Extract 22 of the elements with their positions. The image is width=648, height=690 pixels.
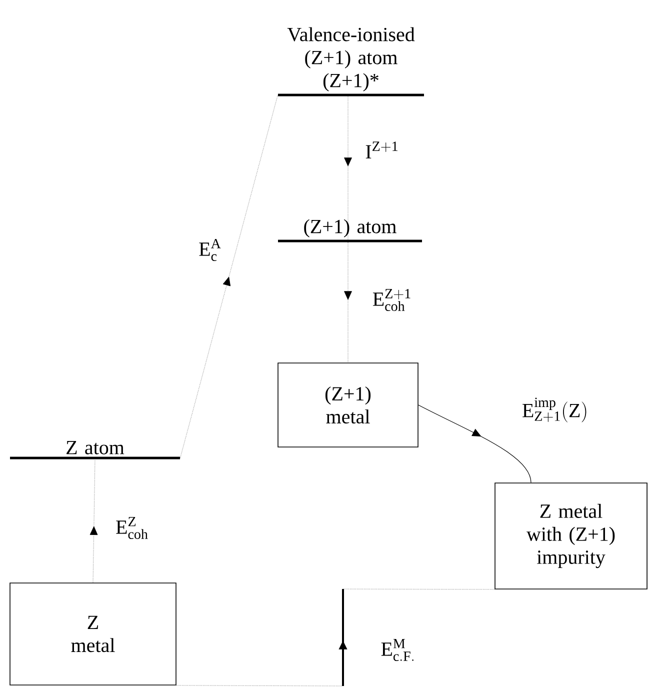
process-box: Z metal [10,582,176,686]
arrow [344,242,352,363]
energy-level: Valence-ionised (Z+1) atom (Z+1)* [278,27,424,96]
energy-level: (Z+1) atom [278,219,422,242]
edge-label: $\mathrm{E}^{\mathrm{Z}}_{\mathrm{coh}}$ [116,517,148,539]
node-label: Valence-ionised (Z+1) atom [287,27,415,68]
node-label: (Z+1)* [323,73,378,92]
arrow [176,588,495,686]
arrow [344,96,352,243]
node-label: (Z+1) atom [304,219,396,238]
arrow [180,94,278,458]
edge-label: $\mathrm{I}^{\mathrm{Z+1}}$ [366,142,398,158]
edge-label: $\mathrm{E}^{\mathrm{imp}}_{\mathrm{Z+1}}(\mathrm{Z})$ [522,398,586,422]
arrow [90,459,98,583]
edge-label: $\mathrm{E}^{\mathrm{M}}_{\mathrm{c.F.}}$ [381,639,414,661]
process-box: (Z+1) metal [278,362,418,448]
energy-level: Z atom [10,441,180,460]
edge-label: $\mathrm{E}^{\mathrm{A}}_{\mathrm{c}}$ [199,238,221,262]
node-label: Z atom [66,441,124,454]
process-box: Z metal with (Z+1) impurity [494,482,648,590]
arrow [418,404,532,483]
edge-label: $\mathrm{E}^{\mathrm{Z+1}}_{\mathrm{coh}}$ [372,288,410,312]
